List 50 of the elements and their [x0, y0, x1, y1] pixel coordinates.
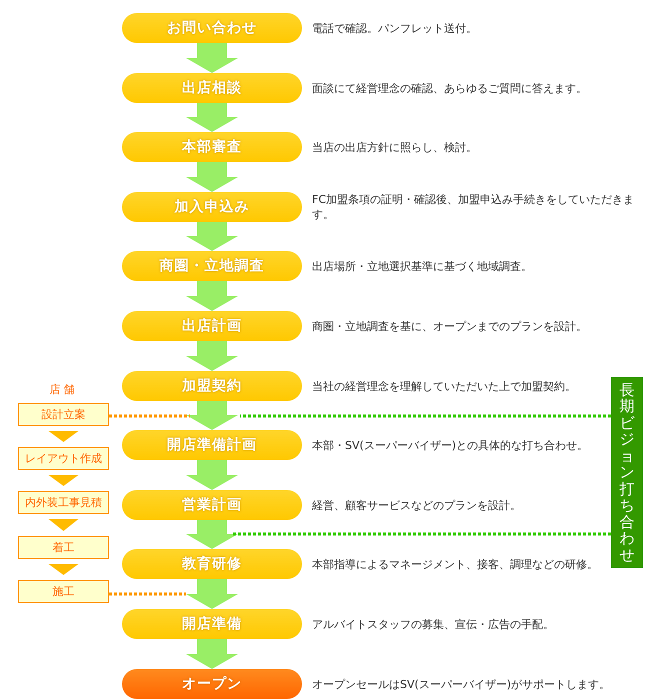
step-description: 本部・SV(スーパーバイザー)との具体的な打ち合わせ。: [312, 438, 590, 454]
arrow: [48, 475, 78, 486]
step-description: 面談にて経営理念の確認、あらゆるご質問に答えます。: [312, 80, 588, 96]
step-pill: 開店準備: [122, 609, 302, 639]
column-heading: 店舗: [48, 382, 78, 397]
arrow: [186, 460, 238, 490]
arrow: [186, 162, 238, 192]
step-pill: 開店準備計画: [122, 430, 302, 460]
arrow: [186, 520, 238, 549]
step-pill: 教育研修: [122, 549, 302, 579]
step-pill: 加入申込み: [122, 192, 302, 222]
step-description: 当店の出店方針に照らし、検討。: [312, 140, 478, 156]
arrow: [186, 639, 238, 669]
step-pill: 加盟契約: [122, 371, 302, 401]
store-step-box: レイアウト作成: [18, 447, 109, 470]
arrow: [48, 519, 78, 531]
step-description: 電話で確認。パンフレット送付。: [312, 20, 478, 36]
step-pill: 本部審査: [122, 132, 302, 162]
vision-banner: 長期ビジョン打ち合わせ: [611, 377, 643, 568]
arrow: [186, 43, 238, 73]
arrow: [186, 579, 238, 609]
dotted-connector: [109, 414, 190, 418]
store-step-box: 施工: [18, 580, 109, 603]
step-description: 当社の経営理念を理解していただいた上で加盟契約。: [312, 378, 577, 394]
store-step-box: 内外装工事見積: [18, 491, 109, 514]
arrow: [186, 401, 238, 430]
step-description: 商圏・立地調査を基に、オープンまでのプランを設計。: [312, 318, 588, 334]
arrow: [186, 341, 238, 371]
step-pill: オープン: [122, 669, 302, 699]
arrow: [186, 103, 238, 132]
arrow: [48, 431, 78, 442]
store-step-box: 設計立案: [18, 403, 109, 426]
arrow: [186, 222, 238, 251]
step-description: 本部指導によるマネージメント、接客、調理などの研修。: [312, 556, 599, 572]
dotted-connector: [232, 532, 611, 536]
step-description: オープンセールはSV(スーパーバイザー)がサポートします。: [312, 676, 612, 692]
step-description: 経営、顧客サービスなどのプランを設計。: [312, 498, 522, 514]
step-pill: 出店相談: [122, 73, 302, 103]
step-description: 出店場所・立地選択基準に基づく地域調査。: [312, 258, 533, 274]
step-description: FC加盟条項の証明・確認後、加盟申込み手続きをしていただきます。: [312, 192, 636, 222]
step-pill: 営業計画: [122, 490, 302, 520]
step-pill: 出店計画: [122, 311, 302, 341]
arrow: [48, 564, 78, 575]
arrow: [186, 281, 238, 311]
step-description: アルバイトスタッフの募集、宣伝・広告の手配。: [312, 616, 555, 632]
store-step-box: 着工: [18, 536, 109, 559]
dotted-connector: [109, 592, 186, 596]
dotted-connector: [240, 414, 611, 418]
step-pill: 商圏・立地調査: [122, 251, 302, 281]
step-pill: お問い合わせ: [122, 13, 302, 43]
